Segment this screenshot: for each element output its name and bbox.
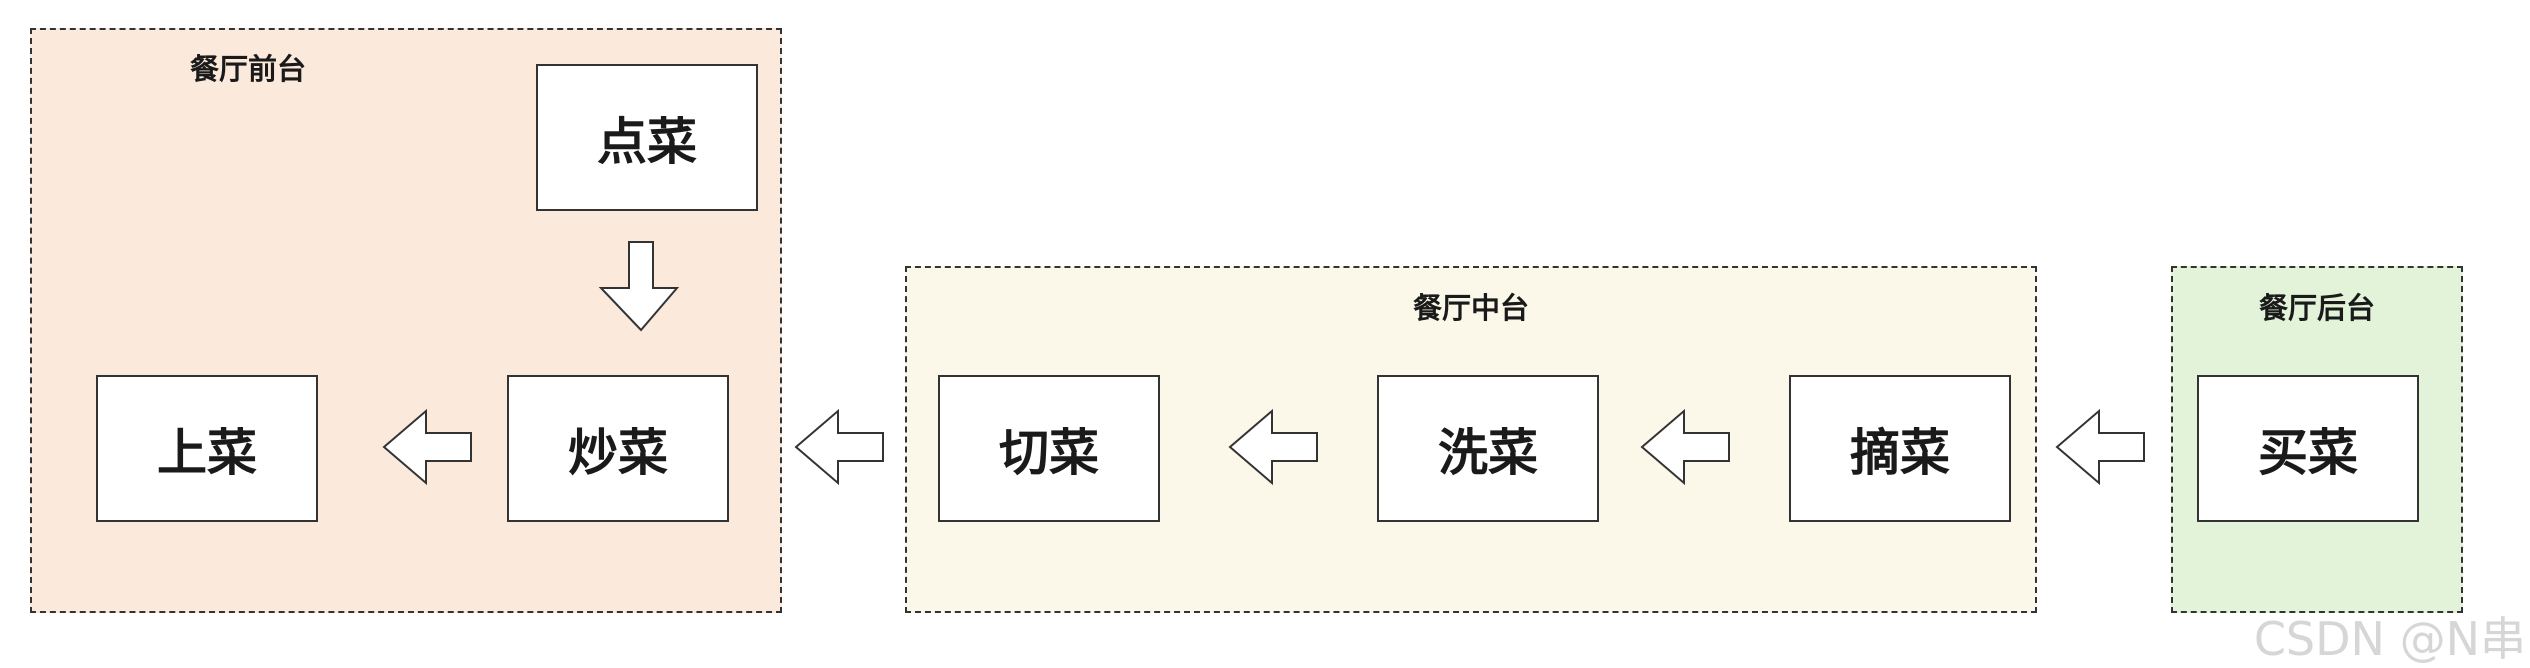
node-pick: 摘菜 — [1789, 375, 2011, 522]
node-buy: 买菜 — [2197, 375, 2419, 522]
node-cut: 切菜 — [938, 375, 1160, 522]
arrow-left-icon — [1228, 408, 1318, 486]
arrow-left-icon — [794, 408, 884, 486]
node-stir-fry: 炒菜 — [507, 375, 729, 522]
arrow-left-icon — [1640, 408, 1730, 486]
group-middle-label: 餐厅中台 — [1412, 291, 1529, 325]
arrow-down-icon — [598, 241, 680, 332]
node-wash: 洗菜 — [1377, 375, 1599, 522]
group-back-label: 餐厅后台 — [2258, 291, 2375, 325]
group-front-label: 餐厅前台 — [189, 52, 306, 86]
node-serve: 上菜 — [96, 375, 318, 522]
arrow-left-icon — [382, 408, 472, 486]
arrow-left-icon — [2055, 408, 2145, 486]
watermark: CSDN @N串 — [2253, 612, 2526, 666]
node-order: 点菜 — [536, 64, 758, 211]
